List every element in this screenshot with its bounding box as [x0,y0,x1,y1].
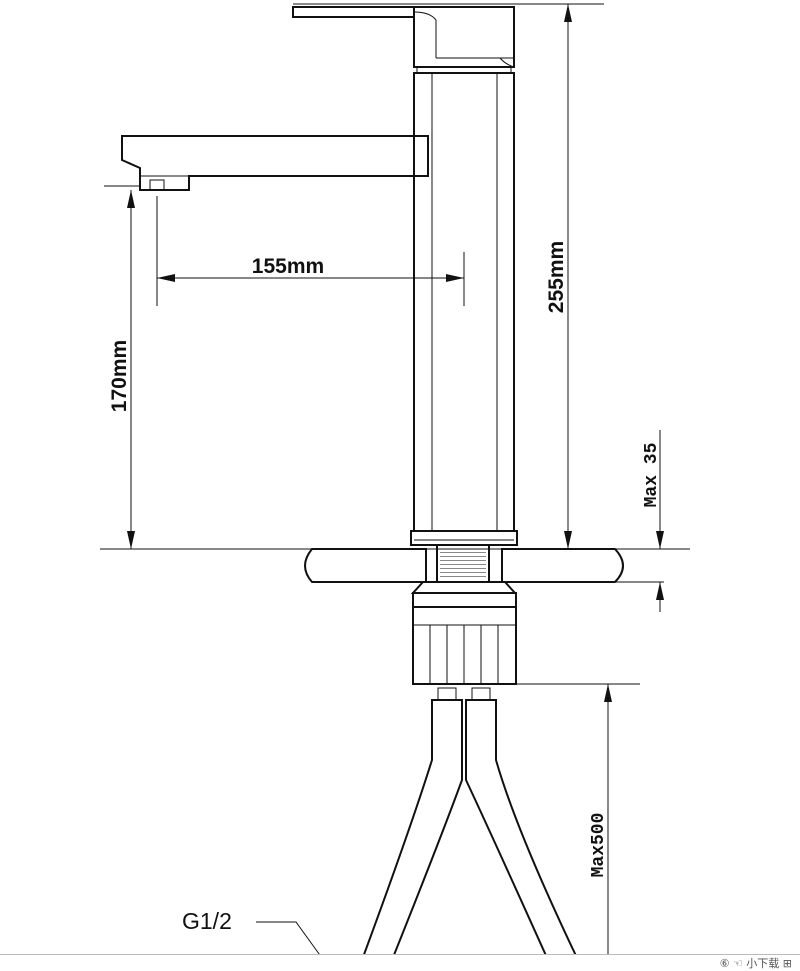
connector-label: G1/2 [182,908,232,934]
connector-callout: G1/2 [182,908,323,959]
dimension-max-hose: Max500 [589,684,612,958]
dimension-spout-height: 170mm [108,190,135,549]
dimension-total-height: 255mm [545,4,572,549]
spout [104,135,429,191]
dimension-spout-reach: 155mm [156,196,465,306]
max-deck-label: Max 35 [642,443,662,508]
countertop [100,548,690,583]
footer-bar: ⑥ ☜ 小下载 ⊞ [0,954,800,971]
dimension-max-deck: Max 35 [642,430,664,612]
total-height-label: 255mm [545,241,568,313]
spout-height-label: 170mm [108,340,131,412]
handle-lever [292,3,604,74]
threaded-shank [436,544,490,583]
footer-text: ⑥ ☜ 小下载 ⊞ [719,957,792,970]
max-hose-label: Max500 [589,813,609,878]
braided-hoses [360,687,580,961]
faucet-body [410,72,518,546]
mounting-nut [410,581,640,685]
spout-reach-label: 155mm [252,255,324,278]
